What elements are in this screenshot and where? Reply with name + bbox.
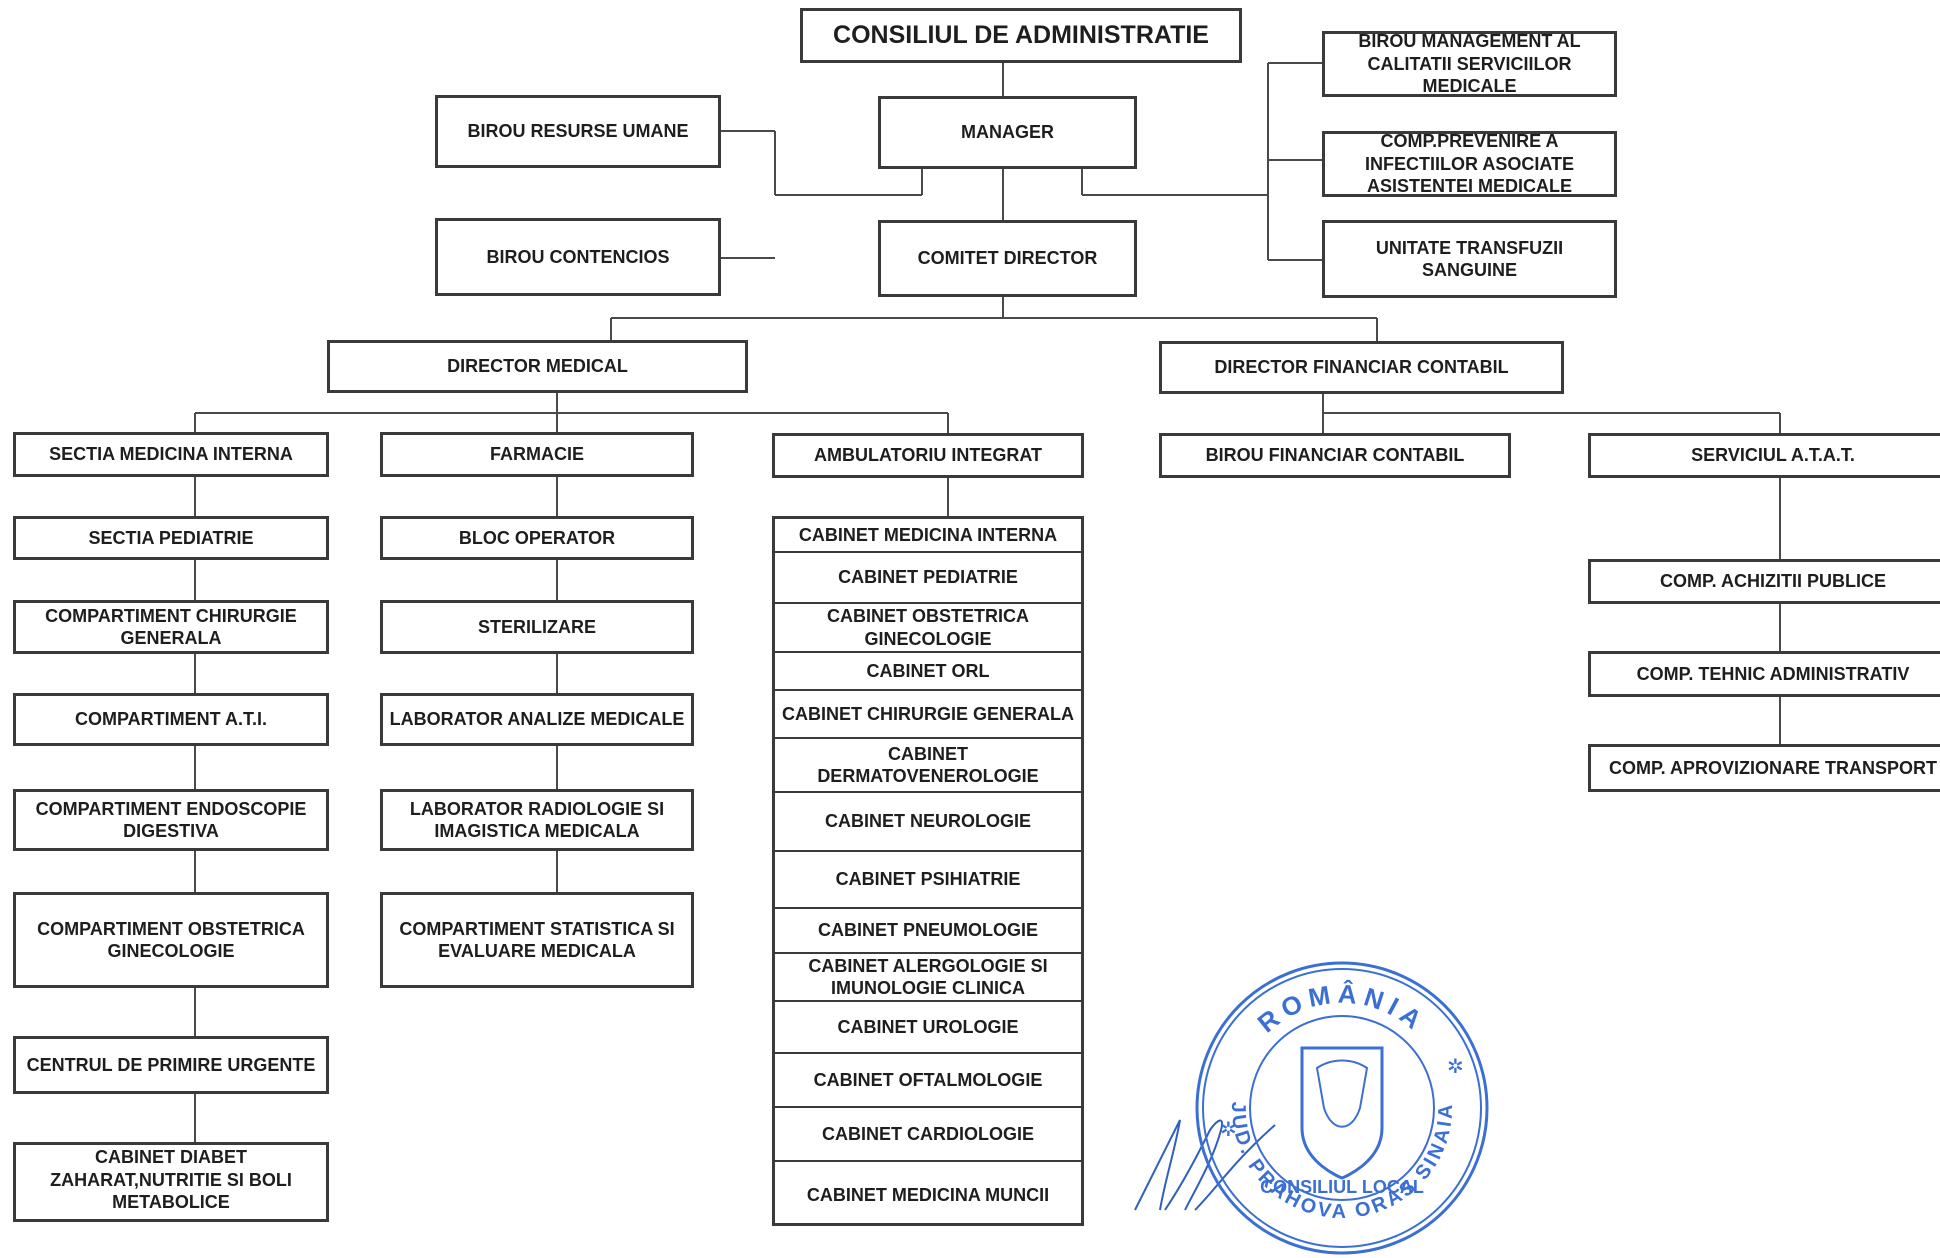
box-comp-ati: COMPARTIMENT A.T.I. bbox=[13, 693, 329, 746]
box-comp-chirurgie-generala: COMPARTIMENT CHIRURGIE GENERALA bbox=[13, 600, 329, 654]
cabinet-item: CABINET PSIHIATRIE bbox=[775, 852, 1081, 909]
box-director-medical: DIRECTOR MEDICAL bbox=[327, 340, 748, 393]
cabinet-item: CABINET CARDIOLOGIE bbox=[775, 1108, 1081, 1162]
svg-text:JUD. PRAHOVA ORAS SINAIA: JUD. PRAHOVA ORAS SINAIA bbox=[1227, 1101, 1457, 1223]
cabinet-item: CABINET CHIRURGIE GENERALA bbox=[775, 691, 1081, 739]
cabinet-item: CABINET DERMATOVENEROLOGIE bbox=[775, 739, 1081, 793]
cabinet-item: CABINET OBSTETRICA GINECOLOGIE bbox=[775, 604, 1081, 653]
cabinet-item: CABINET ALERGOLOGIE SI IMUNOLOGIE CLINIC… bbox=[775, 954, 1081, 1002]
cabinet-item: CABINET PNEUMOLOGIE bbox=[775, 909, 1081, 954]
box-comp-tehnic-administrativ: COMP. TEHNIC ADMINISTRATIV bbox=[1588, 651, 1940, 697]
cabinet-item: CABINET NEUROLOGIE bbox=[775, 793, 1081, 852]
box-birou-contencios: BIROU CONTENCIOS bbox=[435, 218, 721, 296]
box-sectia-pediatrie: SECTIA PEDIATRIE bbox=[13, 516, 329, 560]
box-sterilizare: STERILIZARE bbox=[380, 600, 694, 654]
box-farmacie: FARMACIE bbox=[380, 432, 694, 477]
box-comp-endoscopie: COMPARTIMENT ENDOSCOPIE DIGESTIVA bbox=[13, 789, 329, 851]
box-bloc-operator: BLOC OPERATOR bbox=[380, 516, 694, 560]
box-centrul-primire-urgente: CENTRUL DE PRIMIRE URGENTE bbox=[13, 1036, 329, 1094]
box-serviciul-atat: SERVICIUL A.T.A.T. bbox=[1588, 433, 1940, 478]
official-seal: ROMÂNIA JUD. PRAHOVA ORAS SINAIA CONSILI… bbox=[1195, 961, 1489, 1255]
cabinet-item: CABINET ORL bbox=[775, 653, 1081, 691]
cabinet-item: CABINET PEDIATRIE bbox=[775, 553, 1081, 604]
seal-inner-text: CONSILIUL LOCAL bbox=[1260, 1177, 1424, 1197]
box-comp-statistica: COMPARTIMENT STATISTICA SI EVALUARE MEDI… bbox=[380, 892, 694, 988]
box-birou-management-calitate: BIROU MANAGEMENT AL CALITATII SERVICIILO… bbox=[1322, 31, 1617, 97]
box-comp-aprovizionare-transport: COMP. APROVIZIONARE TRANSPORT bbox=[1588, 744, 1940, 792]
box-comp-achizitii-publice: COMP. ACHIZITII PUBLICE bbox=[1588, 559, 1940, 604]
seal-country-text: ROMÂNIA bbox=[1252, 978, 1426, 1038]
box-manager: MANAGER bbox=[878, 96, 1137, 169]
box-comitet-director: COMITET DIRECTOR bbox=[878, 220, 1137, 297]
box-laborator-radiologie: LABORATOR RADIOLOGIE SI IMAGISTICA MEDIC… bbox=[380, 789, 694, 851]
signature bbox=[1134, 1119, 1276, 1211]
box-birou-financiar-contabil: BIROU FINANCIAR CONTABIL bbox=[1159, 433, 1511, 478]
box-comp-obstetrica: COMPARTIMENT OBSTETRICA GINECOLOGIE bbox=[13, 892, 329, 988]
cabinet-item: CABINET MEDICINA INTERNA bbox=[775, 519, 1081, 553]
cabinet-item: CABINET OFTALMOLOGIE bbox=[775, 1054, 1081, 1108]
svg-text:✲: ✲ bbox=[1447, 1056, 1464, 1078]
svg-text:ROMÂNIA: ROMÂNIA bbox=[1252, 978, 1432, 1038]
org-chart: CONSILIUL DE ADMINISTRATIE MANAGER COMIT… bbox=[13, 8, 1940, 1255]
box-director-financiar: DIRECTOR FINANCIAR CONTABIL bbox=[1159, 341, 1564, 394]
connector-lines bbox=[194, 62, 1781, 1142]
box-laborator-analize: LABORATOR ANALIZE MEDICALE bbox=[380, 693, 694, 746]
svg-text:✲: ✲ bbox=[1220, 1119, 1237, 1141]
box-comp-prevenire-infectii: COMP.PREVENIRE A INFECTIILOR ASOCIATE AS… bbox=[1322, 131, 1617, 197]
box-birou-resurse-umane: BIROU RESURSE UMANE bbox=[435, 95, 721, 168]
box-unitate-transfuzii: UNITATE TRANSFUZII SANGUINE bbox=[1322, 220, 1617, 298]
cabinet-item: CABINET MEDICINA MUNCII bbox=[806, 1185, 1050, 1206]
seal-outer-text: JUD. PRAHOVA ORAS SINAIA bbox=[1227, 1101, 1454, 1223]
cabinet-item: CABINET UROLOGIE bbox=[775, 1002, 1081, 1054]
box-consiliul-de-administratie: CONSILIUL DE ADMINISTRATIE bbox=[800, 8, 1242, 63]
box-ambulatoriu-integrat: AMBULATORIU INTEGRAT bbox=[772, 433, 1084, 478]
box-sectia-medicina-interna: SECTIA MEDICINA INTERNA bbox=[13, 432, 329, 477]
box-cabinet-diabet: CABINET DIABET ZAHARAT,NUTRITIE SI BOLI … bbox=[13, 1142, 329, 1222]
